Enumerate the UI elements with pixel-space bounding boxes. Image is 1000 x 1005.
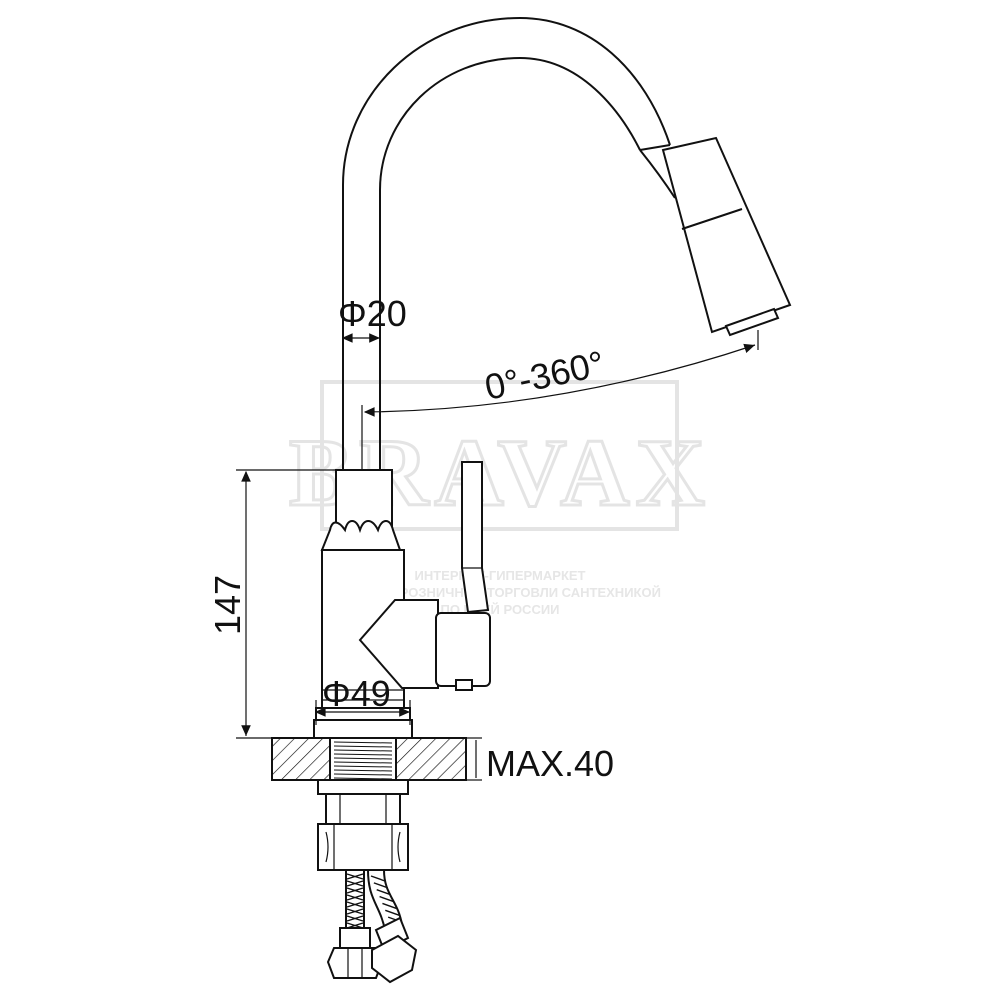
dimension-height: 147: [207, 469, 343, 739]
hose-fittings: [326, 916, 418, 984]
threaded-shank: [329, 737, 397, 781]
braid-stroke: [346, 894, 364, 901]
thread-line: [333, 777, 393, 780]
braid-stroke: [379, 895, 394, 903]
countertop-right: [395, 737, 467, 781]
spray-head: [639, 136, 792, 337]
rotation-label: 0°-360°: [481, 343, 608, 408]
thread-line: [333, 773, 393, 776]
braid-stroke: [373, 882, 389, 889]
spray-head-seam: [681, 208, 743, 230]
braid-stroke: [346, 880, 364, 887]
collar-grip: [320, 520, 402, 551]
handle-block: [435, 612, 491, 687]
mounting-hardware: [317, 779, 409, 871]
spout-outer-edge: [342, 16, 671, 470]
hose-left: [345, 870, 365, 935]
watermark-line-2: ОПТОВО-РОЗНИЧНОЙ ТОРГОВЛИ САНТЕХНИКОЙ: [339, 585, 661, 600]
mounting-nut: [325, 793, 401, 825]
thread-line: [333, 769, 393, 772]
braid-stroke: [346, 873, 364, 880]
thread-line: [333, 761, 393, 764]
braid-stroke: [346, 915, 364, 922]
countertop-section: [271, 737, 467, 781]
base-diameter-label: Φ49: [322, 673, 391, 714]
spray-head-body: [661, 136, 792, 334]
dimension-base-diameter: Φ49: [314, 673, 411, 725]
countertop-left: [271, 737, 331, 781]
spout-collar: [335, 469, 393, 531]
braid-stroke: [346, 887, 364, 894]
shank-threads: [333, 741, 393, 780]
faucet-body: [320, 461, 491, 709]
washer: [317, 779, 409, 795]
thread-line: [333, 765, 393, 768]
thread-line: [333, 753, 393, 756]
base-ring: [313, 719, 413, 739]
spout-diameter-label: Φ20: [338, 293, 407, 334]
thread-line: [333, 745, 393, 748]
spout: [342, 16, 671, 470]
thread-line: [333, 741, 393, 744]
connector-nut: [317, 823, 409, 871]
watermark-line-1: ИНТЕРНЕТ-ГИПЕРМАРКЕТ: [414, 568, 585, 583]
spray-head-nozzle: [724, 307, 780, 337]
thread-line: [333, 757, 393, 760]
braid-stroke: [370, 875, 386, 882]
braid-stroke: [346, 901, 364, 908]
dimension-spout-diameter: Φ20: [338, 293, 407, 345]
height-label: 147: [207, 575, 248, 635]
thread-line: [333, 749, 393, 752]
max-thickness-label: MAX.40: [486, 743, 614, 784]
braid-stroke: [385, 909, 400, 916]
rotation-arc: [363, 343, 756, 417]
dimension-max-thickness: MAX.40: [466, 737, 614, 784]
fitting-nut-right: [371, 934, 418, 984]
braid-stroke: [346, 908, 364, 915]
spout-inner-edge: [379, 56, 641, 470]
braid-stroke: [376, 889, 391, 896]
supply-hoses: [345, 869, 403, 935]
braid-stroke: [382, 902, 397, 910]
